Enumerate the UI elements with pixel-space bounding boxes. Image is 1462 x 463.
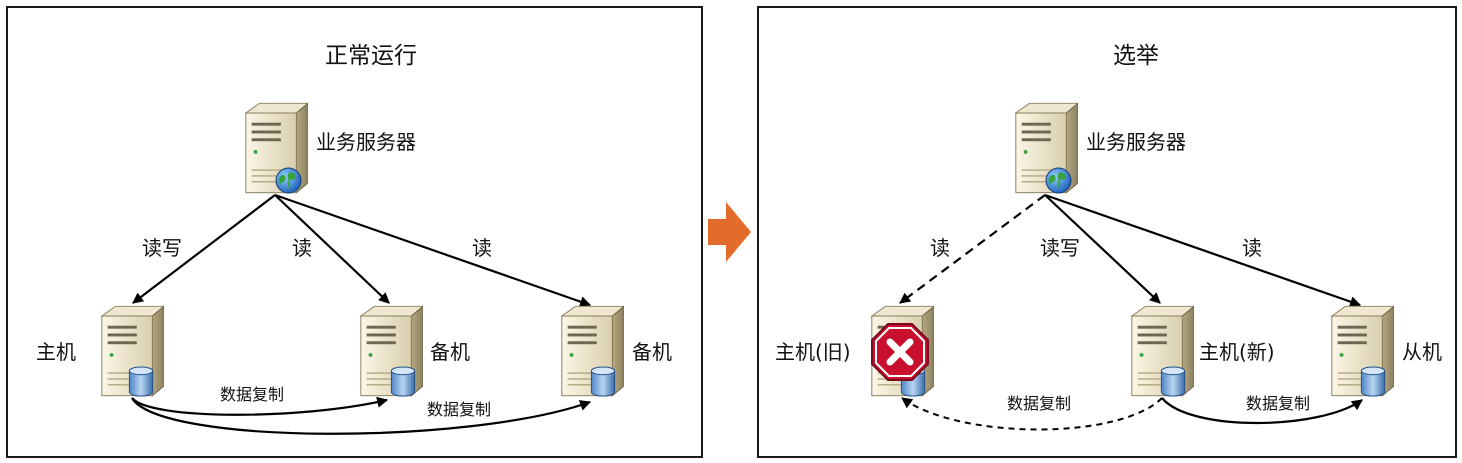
- edge-app-to-old-primary: [899, 194, 1046, 304]
- standby-2-label: 备机: [632, 340, 672, 364]
- edge-app-to-standby-2: [274, 193, 592, 307]
- left-primary-server: [101, 305, 164, 397]
- sync-label-1: 数据复制: [1006, 394, 1072, 413]
- edge-label-readwrite-new: 读写: [1040, 236, 1080, 260]
- edge-label-read-old: 读: [930, 236, 950, 260]
- database-icon: [1160, 366, 1186, 397]
- edge-app-to-new-primary: [1044, 194, 1161, 304]
- database-icon: [590, 366, 616, 397]
- sync-curve-new-to-slave: [1161, 397, 1363, 425]
- standby-1-label: 备机: [430, 340, 470, 364]
- new-primary-label: 主机(新): [1199, 340, 1275, 364]
- sync-label-2: 数据复制: [426, 400, 492, 419]
- app-server-label: 业务服务器: [316, 130, 416, 154]
- sync-label-2: 数据复制: [1245, 394, 1311, 413]
- app-server-label: 业务服务器: [1086, 130, 1186, 154]
- panel-title: 选举: [1113, 43, 1159, 69]
- sync-curve-primary-to-standby-2: [131, 397, 592, 435]
- error-stop-icon: [872, 324, 928, 380]
- edge-app-to-primary: [132, 194, 276, 304]
- panel-title: 正常运行: [325, 43, 417, 69]
- right-old-primary-server: [872, 305, 934, 397]
- database-icon: [390, 366, 416, 397]
- database-icon: [1360, 366, 1386, 397]
- edge-label-read-2: 读: [472, 236, 492, 260]
- right-connectors: [899, 193, 1363, 431]
- old-primary-label: 主机(旧): [775, 340, 851, 364]
- right-app-server: [1015, 102, 1078, 194]
- edge-app-to-standby-1: [274, 194, 390, 304]
- left-standby-server-1: [360, 305, 423, 397]
- left-app-server: [245, 102, 308, 194]
- globe-icon: [1045, 167, 1072, 194]
- sync-curve-primary-to-standby-1: [131, 396, 389, 416]
- edge-label-read-1: 读: [292, 236, 312, 260]
- sync-label-1: 数据复制: [219, 385, 285, 404]
- edge-label-readwrite: 读写: [142, 236, 182, 260]
- edge-app-to-slave: [1044, 193, 1362, 307]
- sync-curve-new-to-old: [901, 397, 1163, 431]
- right-new-primary-server: [1131, 305, 1194, 397]
- database-icon: [128, 366, 154, 397]
- right-slave-server: [1331, 305, 1394, 397]
- primary-label: 主机: [36, 340, 76, 364]
- left-standby-server-2: [561, 305, 624, 397]
- globe-icon: [275, 167, 302, 194]
- slave-label: 从机: [1402, 340, 1442, 364]
- transition-arrow: [708, 202, 751, 262]
- edge-label-read-slave: 读: [1242, 236, 1262, 260]
- left-connectors: [131, 193, 592, 435]
